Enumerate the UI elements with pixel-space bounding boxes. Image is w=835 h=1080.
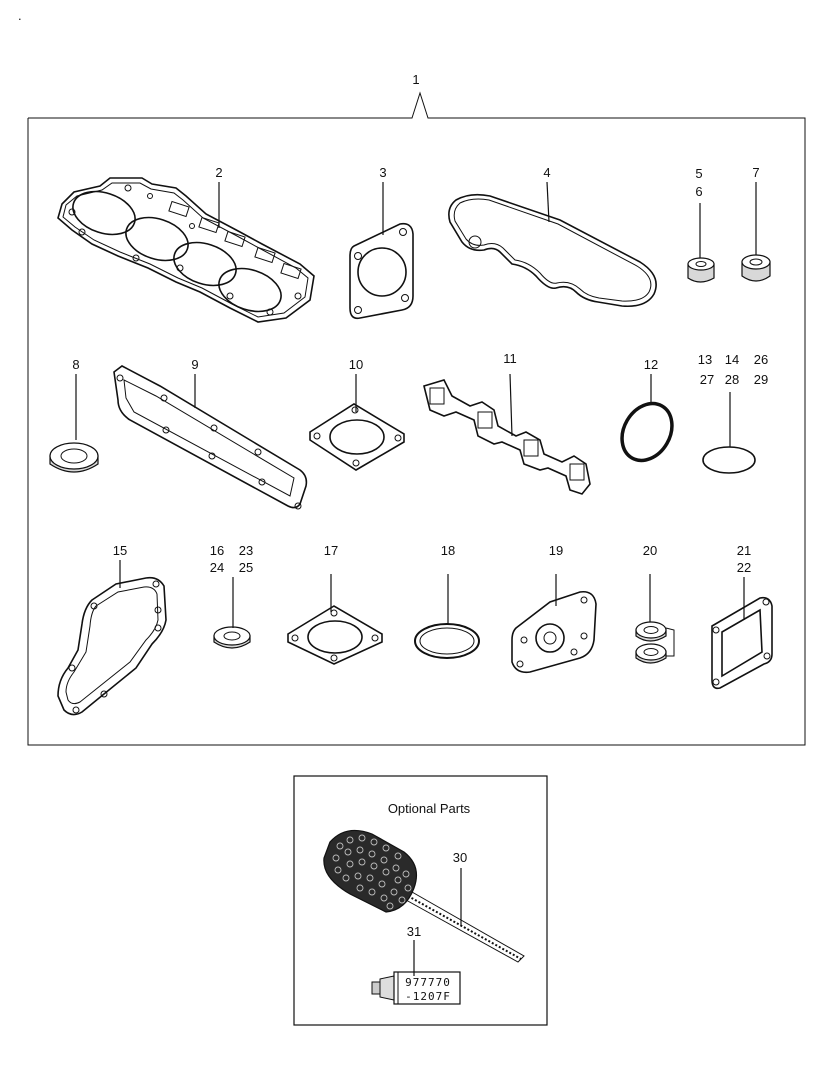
label-19: 19 [549, 543, 563, 558]
part-11-exhaust-gasket: 11 [423, 351, 591, 495]
part-13-14-26-27-28-29-o-ring: 13 14 26 27 28 29 [698, 352, 768, 474]
part-12-o-ring: 12 [620, 357, 674, 463]
label-16: 16 [210, 543, 224, 558]
label-18: 18 [441, 543, 455, 558]
part-21-22-cover-gasket: 21 22 [711, 543, 773, 690]
label-5: 5 [695, 166, 702, 181]
label-14: 14 [725, 352, 739, 367]
part-17-flange-gasket: 17 [287, 543, 383, 665]
part-4-valve-cover-gasket: 4 [448, 165, 657, 308]
part-19-housing-gasket: 19 [511, 543, 597, 674]
part-2-head-gasket: 2 [57, 165, 315, 323]
label-4: 4 [543, 165, 550, 180]
optional-parts-frame: Optional Parts [293, 775, 548, 1026]
label-10: 10 [349, 357, 363, 372]
part-9-manifold-gasket: 9 [113, 357, 308, 510]
kit-frame: 1 [27, 72, 806, 746]
part-18-seal-ring: 18 [414, 543, 480, 659]
corner-mark: . [18, 8, 22, 23]
label-6: 6 [695, 184, 702, 199]
part-20-double-seal: 20 [635, 543, 675, 664]
part-10-flange-gasket: 10 [309, 357, 405, 471]
part-15-water-pump-gasket: 15 [57, 543, 167, 716]
part-7-seal-ring: 7 [741, 165, 771, 282]
label-23: 23 [239, 543, 253, 558]
part-3-flange-gasket: 3 [349, 165, 414, 320]
label-29: 29 [754, 372, 768, 387]
part-30-hone-brush: 30 [323, 829, 525, 963]
label-12: 12 [644, 357, 658, 372]
label-1: 1 [412, 72, 419, 87]
label-11: 11 [503, 351, 517, 366]
label-27: 27 [700, 372, 714, 387]
part-16-23-24-25-washer: 16 23 24 25 [210, 543, 253, 649]
label-20: 20 [643, 543, 657, 558]
label-21: 21 [737, 543, 751, 558]
label-15: 15 [113, 543, 127, 558]
label-9: 9 [191, 357, 198, 372]
label-30: 30 [453, 850, 467, 865]
label-31: 31 [407, 924, 421, 939]
label-7: 7 [752, 165, 759, 180]
label-3: 3 [379, 165, 386, 180]
part-31-sealant-tube: 977770 -1207F 31 [371, 924, 461, 1005]
part-5-6-valve-stem-seal: 5 6 [687, 166, 715, 283]
label-25: 25 [239, 560, 253, 575]
tube-text-line1: 977770 [405, 976, 451, 989]
part-8-oil-seal: 8 [49, 357, 99, 473]
label-26: 26 [754, 352, 768, 367]
tube-text-line2: -1207F [405, 990, 451, 1003]
label-22: 22 [737, 560, 751, 575]
label-24: 24 [210, 560, 224, 575]
label-13: 13 [698, 352, 712, 367]
optional-parts-title: Optional Parts [388, 801, 471, 816]
label-17: 17 [324, 543, 338, 558]
label-2: 2 [215, 165, 222, 180]
label-8: 8 [72, 357, 79, 372]
label-28: 28 [725, 372, 739, 387]
